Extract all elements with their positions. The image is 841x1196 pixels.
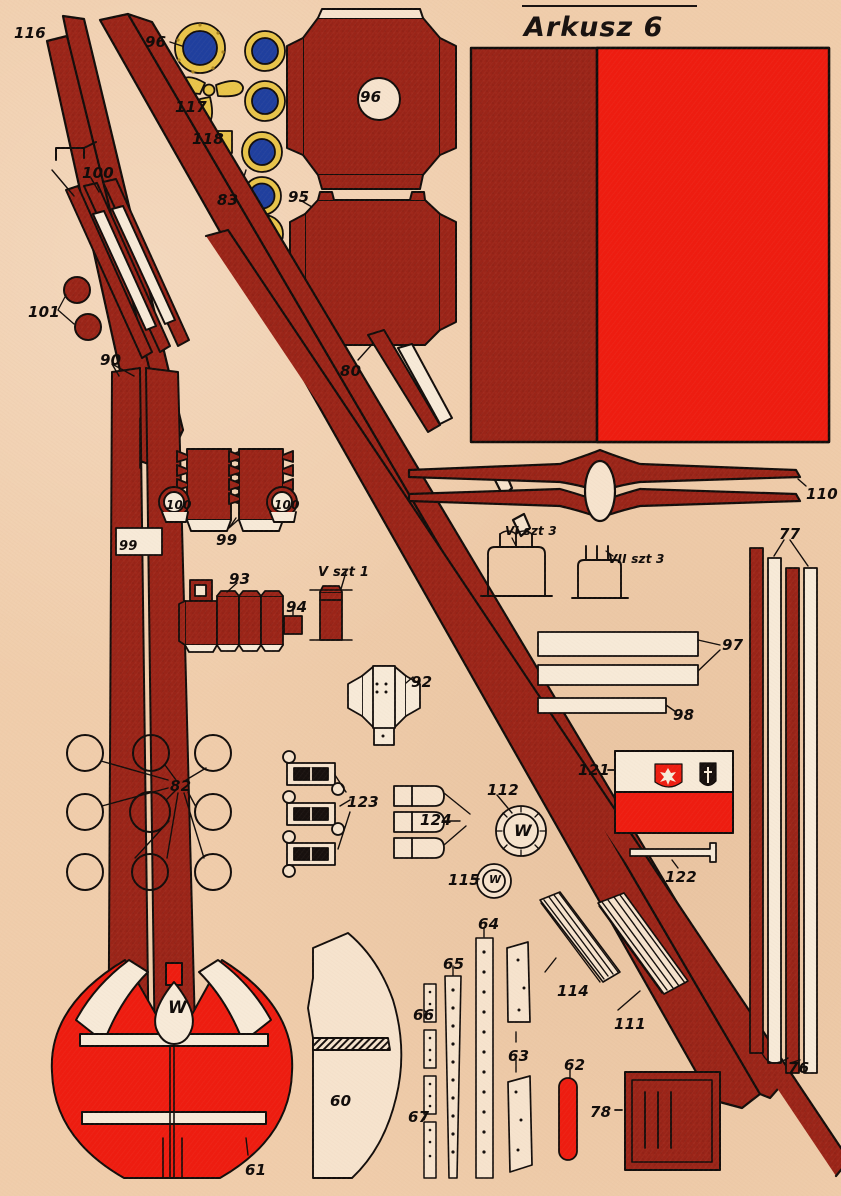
- part-100-hook: [55, 141, 97, 161]
- part-number-80: 80: [340, 362, 362, 380]
- part-number-77: 77: [779, 525, 801, 543]
- part-62-rod: [558, 1077, 578, 1161]
- part-65-strip: [444, 975, 462, 1179]
- part-number-67: 67: [408, 1108, 430, 1126]
- part-76-77-strips: [749, 547, 818, 1074]
- part-122-pole: [629, 842, 717, 863]
- part-number-61: 61: [245, 1161, 267, 1179]
- part-number-99b: 99: [119, 539, 138, 554]
- part-number-66: 66: [413, 1006, 435, 1024]
- part-60-panel: [307, 932, 403, 1179]
- part-number-76: 76: [788, 1059, 810, 1077]
- marking-w-body-61: W: [168, 998, 187, 1018]
- part-number-124: 124: [420, 811, 452, 829]
- part-96-box: [286, 8, 457, 190]
- part-123-clips: [282, 750, 345, 878]
- part-97-strips: [537, 631, 699, 686]
- part-number-101: 101: [28, 303, 60, 321]
- part-115-wheel: [476, 863, 512, 899]
- part-number-116: 116: [14, 24, 46, 42]
- part-78-panel: [624, 1071, 721, 1171]
- part-82-circles: [66, 734, 232, 891]
- part-number-95: 95: [288, 188, 310, 206]
- title-rule: [522, 5, 697, 7]
- part-number-96: 96: [145, 33, 167, 51]
- part-99-blocks: [158, 448, 298, 532]
- part-121-flag: [614, 750, 734, 834]
- part-number-100a: 100: [166, 498, 192, 512]
- part-number-112: 112: [487, 781, 519, 799]
- part-main-panel: [469, 46, 831, 444]
- part-80-struts: [367, 329, 453, 433]
- part-number-121: 121: [578, 761, 610, 779]
- part-number-99: 99: [216, 531, 238, 549]
- part-number-83: 83: [217, 191, 239, 209]
- part-number-117: 117: [175, 98, 207, 116]
- part-number-100: 100: [82, 164, 114, 182]
- part-112-ticks: [495, 805, 547, 857]
- part-61-body: [50, 959, 294, 1179]
- part-100-strips: [65, 178, 190, 359]
- part-64-strip: [475, 937, 494, 1179]
- part-number-123: 123: [347, 793, 379, 811]
- part-number-96b: 96: [360, 88, 382, 106]
- part-92-nose: [347, 665, 421, 746]
- part-number-63: 63: [508, 1047, 530, 1065]
- part-V-cylinder: [309, 585, 353, 641]
- part-114-ribbed: [539, 891, 621, 983]
- part-number-115: 115: [448, 871, 480, 889]
- part-number-114: 114: [557, 982, 589, 1000]
- marking-w-wheel-112: W: [514, 821, 532, 840]
- part-124-caps: [393, 785, 445, 859]
- part-number-110: 110: [806, 485, 838, 503]
- part-number-94: 94: [286, 598, 308, 616]
- part-number-90: 90: [100, 351, 122, 369]
- part-number-82: 82: [170, 777, 192, 795]
- sheet-title: Arkusz 6: [524, 12, 664, 43]
- part-number-98: 98: [673, 706, 695, 724]
- part-93-blocks: [178, 579, 284, 653]
- part-94-square: [283, 615, 303, 635]
- part-number-78: 78: [590, 1103, 612, 1121]
- part-63-pieces: [506, 941, 533, 1173]
- part-number-65: 65: [443, 955, 465, 973]
- part-number-111: 111: [614, 1015, 646, 1033]
- part-number-60: 60: [330, 1092, 352, 1110]
- part-number-100b: 100: [274, 498, 300, 512]
- part-98-strip: [537, 697, 667, 714]
- group-label-v-szt: V szt 1: [318, 565, 370, 580]
- part-111-ribbed: [597, 892, 689, 995]
- part-number-118: 118: [192, 130, 224, 148]
- part-80-box: [289, 191, 457, 346]
- part-number-64: 64: [478, 915, 500, 933]
- part-110-wings: [407, 448, 802, 523]
- part-number-93: 93: [229, 570, 251, 588]
- marking-w-wheel-115: W: [489, 873, 502, 886]
- part-VI-frame: [480, 530, 553, 597]
- part-number-62: 62: [564, 1056, 586, 1074]
- part-82-leaders: [100, 760, 207, 859]
- part-number-92: 92: [411, 673, 433, 691]
- group-label-vii-szt: VII szt 3: [608, 552, 665, 566]
- part-number-122: 122: [665, 868, 697, 886]
- part-number-97: 97: [722, 636, 744, 654]
- part-fuselage-mid: [204, 228, 841, 1178]
- part-101-discs: [63, 276, 102, 341]
- group-label-vi-szt: VI szt 3: [505, 524, 557, 538]
